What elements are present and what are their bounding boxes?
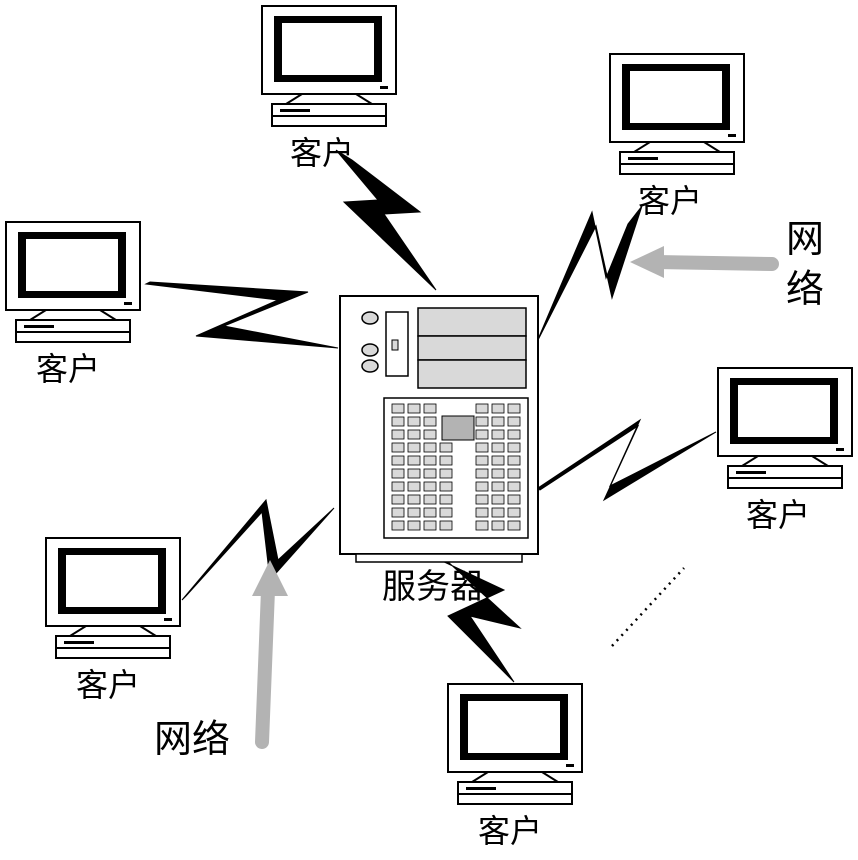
server-key: [407, 494, 421, 505]
client-computer-right: [717, 367, 853, 489]
server-key: [491, 520, 505, 531]
client-computer-bottom: [447, 683, 583, 805]
server-key: [491, 481, 505, 492]
client-label-top: 客户: [290, 134, 354, 172]
server-key: [507, 507, 521, 518]
server-key: [491, 403, 505, 414]
server-key: [475, 429, 489, 440]
server-key: [507, 403, 521, 414]
client-label-bottom-left: 客户: [76, 666, 140, 704]
server-key: [391, 442, 405, 453]
client-computer-top-right: [609, 53, 745, 175]
server-key: [407, 520, 421, 531]
server-key: [391, 468, 405, 479]
server-key: [491, 442, 505, 453]
server-key: [423, 442, 437, 453]
client-computer-bottom-left: [45, 537, 181, 659]
link-bottom: [439, 559, 522, 683]
server-key: [439, 468, 453, 479]
server-key: [507, 468, 521, 479]
client-label-bottom: 客户: [478, 812, 542, 850]
link-right: [537, 418, 717, 502]
server-key: [407, 455, 421, 466]
server-key: [423, 507, 437, 518]
link-top: [335, 149, 437, 291]
server-key: [507, 494, 521, 505]
server-key: [423, 494, 437, 505]
server-key: [475, 455, 489, 466]
server-key: [475, 494, 489, 505]
server-key: [439, 481, 453, 492]
server-key: [507, 429, 521, 440]
server-key: [391, 520, 405, 531]
server-key: [407, 442, 421, 453]
server-key: [475, 520, 489, 531]
server-key: [475, 416, 489, 427]
server-key: [475, 442, 489, 453]
server-key: [475, 507, 489, 518]
network-arrow-left: [252, 560, 288, 749]
network-label-left: 网络: [154, 717, 230, 761]
more-clients-dotted-line: [611, 567, 685, 647]
server-key: [491, 468, 505, 479]
server-key: [423, 429, 437, 440]
link-top-right: [535, 205, 643, 345]
server-key: [391, 429, 405, 440]
server-key: [423, 520, 437, 531]
server-key: [439, 442, 453, 453]
server-key: [391, 455, 405, 466]
server-key: [423, 455, 437, 466]
client-label-top-right: 客户: [638, 182, 702, 220]
server-key: [507, 520, 521, 531]
network-label-right-char-1: 网: [786, 217, 824, 261]
client-label-left: 客户: [36, 350, 100, 388]
server-key: [407, 507, 421, 518]
server-key: [507, 416, 521, 427]
server-key: [507, 455, 521, 466]
network-arrow-right: [630, 246, 779, 278]
server-key: [507, 481, 521, 492]
server-key: [423, 468, 437, 479]
link-bottom-left: [181, 498, 335, 601]
server-key: [491, 455, 505, 466]
server-key: [439, 507, 453, 518]
server-key: [391, 403, 405, 414]
server-key: [439, 520, 453, 531]
server-key: [491, 416, 505, 427]
server-key: [491, 494, 505, 505]
server-key: [475, 468, 489, 479]
server-label: 服务器: [382, 567, 484, 607]
server-key: [407, 416, 421, 427]
server-key: [491, 429, 505, 440]
server-icon: [339, 295, 539, 563]
server-key: [475, 481, 489, 492]
server-key: [391, 416, 405, 427]
server-key: [391, 507, 405, 518]
server-key: [407, 481, 421, 492]
server-key: [439, 494, 453, 505]
server-key: [407, 429, 421, 440]
server-key: [423, 403, 437, 414]
server-key: [391, 481, 405, 492]
client-label-right: 客户: [746, 496, 810, 534]
server-key: [423, 416, 437, 427]
server-key: [507, 442, 521, 453]
server-key: [439, 455, 453, 466]
server-key: [407, 468, 421, 479]
link-left: [144, 281, 339, 349]
server-key: [423, 481, 437, 492]
server-key: [475, 403, 489, 414]
client-computer-left: [5, 221, 141, 343]
network-label-right-char-2: 络: [786, 267, 824, 311]
server-key: [391, 494, 405, 505]
server-key: [491, 507, 505, 518]
network-links: [144, 149, 717, 683]
server-key: [407, 403, 421, 414]
client-computer-top: [261, 5, 397, 127]
